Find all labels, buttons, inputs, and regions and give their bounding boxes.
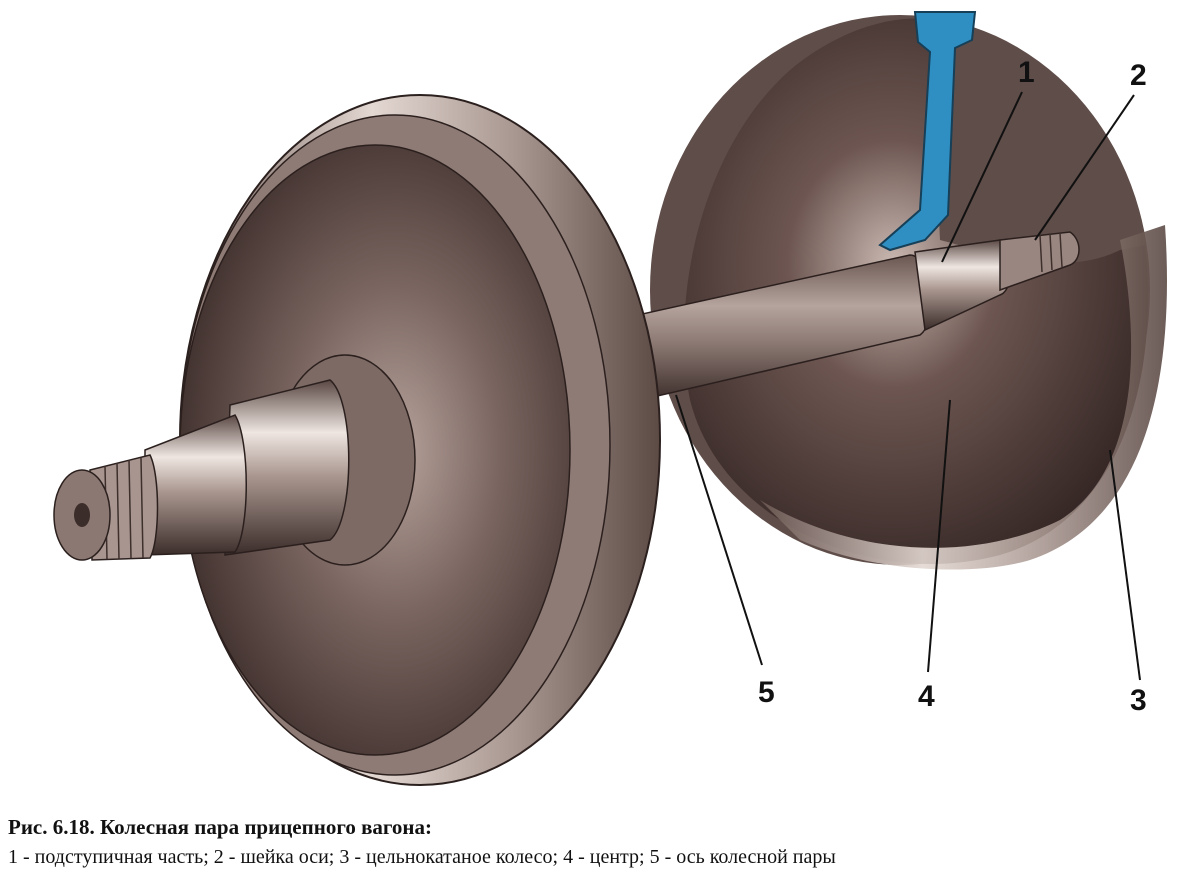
caption-legend: 1 - подступичная часть; 2 - шейка оси; 3… — [8, 846, 836, 868]
axle-center-hole — [74, 503, 90, 527]
leader-2 — [1034, 94, 1135, 241]
leader-1 — [941, 91, 1023, 263]
leader-4 — [927, 399, 951, 673]
leader-3 — [1109, 449, 1141, 681]
figure-caption: Рис. 6.18. Колесная пара прицепного ваго… — [8, 812, 1198, 872]
callout-5: 5 — [758, 676, 775, 709]
near-journal-collar — [144, 414, 247, 556]
leader-5 — [675, 394, 763, 666]
near-journal — [53, 379, 350, 561]
axle-thread-right — [999, 231, 1080, 292]
near-journal-body — [224, 379, 350, 556]
rail-section — [878, 11, 977, 252]
callout-3: 3 — [1130, 684, 1147, 717]
axle — [614, 231, 1080, 401]
caption-title: Рис. 6.18. Колесная пара прицепного ваго… — [8, 815, 433, 839]
callout-4: 4 — [918, 680, 935, 713]
callout-1: 1 — [1018, 56, 1035, 89]
far-wheel-rim — [760, 225, 1167, 570]
callout-2: 2 — [1130, 59, 1147, 92]
wheelset-illustration: 1 2 3 4 5 — [53, 11, 1167, 786]
thread-lines-right — [1039, 232, 1063, 273]
leader-lines — [675, 91, 1141, 681]
